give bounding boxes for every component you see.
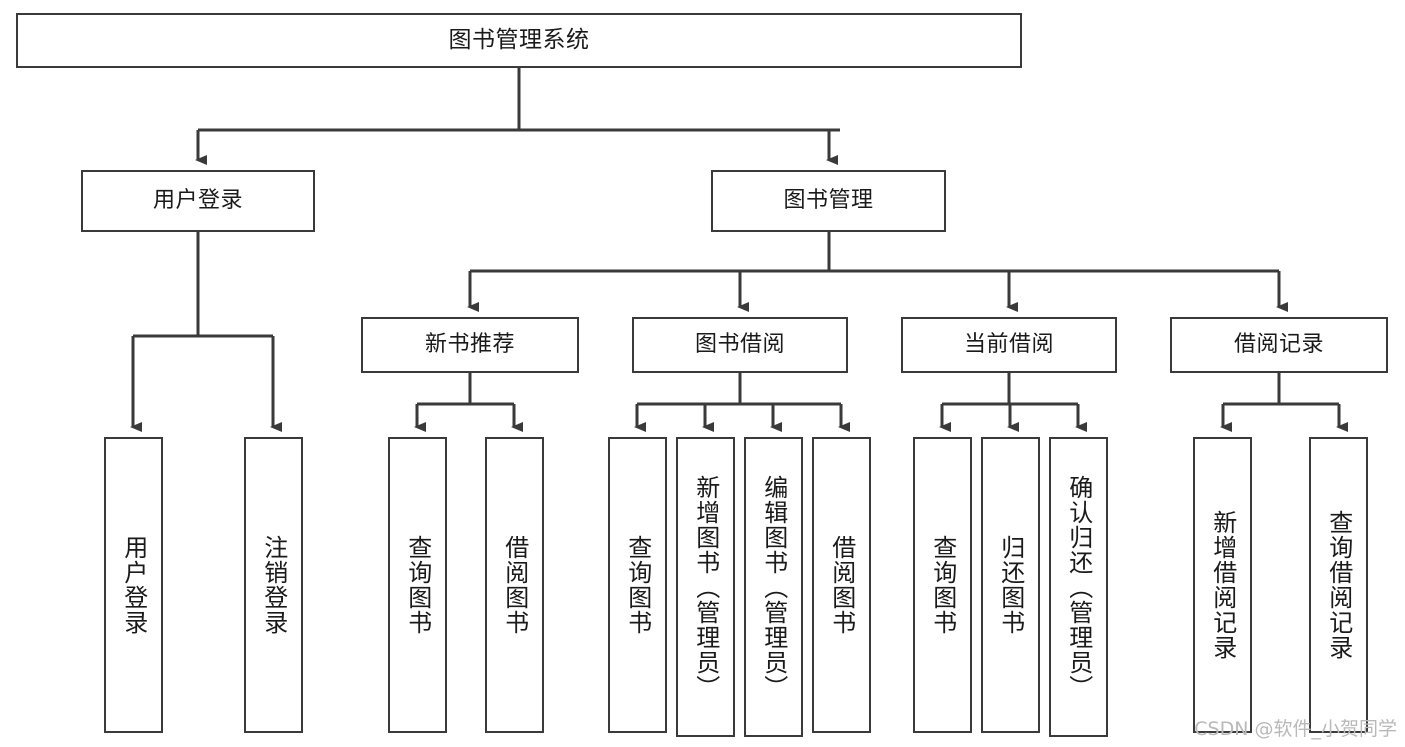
node-leaf-return-book[interactable]: 归还图书 xyxy=(981,437,1040,733)
node-leaf-add-book[interactable]: 新增图书（管理员） xyxy=(676,437,735,737)
node-label: 查询图书 xyxy=(928,535,957,635)
node-leaf-query-book-3[interactable]: 查询图书 xyxy=(913,437,972,733)
node-leaf-edit-book[interactable]: 编辑图书（管理员） xyxy=(744,437,803,737)
node-label: 用户登录 xyxy=(152,187,243,213)
node-label: 新增借阅记录 xyxy=(1208,510,1237,660)
node-leaf-add-record[interactable]: 新增借阅记录 xyxy=(1193,437,1252,733)
node-leaf-confirm-return[interactable]: 确认归还（管理员） xyxy=(1049,437,1108,737)
node-label: 借阅图书 xyxy=(500,535,529,635)
csdn-watermark: CSDN @软件_小贺同学 xyxy=(1194,718,1397,740)
node-label: 新增图书（管理员） xyxy=(691,474,720,700)
node-leaf-query-book-1[interactable]: 查询图书 xyxy=(388,437,447,733)
node-leaf-logout-login[interactable]: 注销登录 xyxy=(244,437,303,733)
node-label: 当前借阅 xyxy=(963,331,1054,357)
node-label: 查询借阅记录 xyxy=(1324,510,1353,660)
node-label: 归还图书 xyxy=(996,535,1025,635)
node-leaf-query-record[interactable]: 查询借阅记录 xyxy=(1309,437,1368,733)
node-user-login[interactable]: 用户登录 xyxy=(81,170,315,232)
node-label: 图书管理 xyxy=(783,187,874,213)
node-label: 查询图书 xyxy=(403,535,432,635)
node-label: 确认归还（管理员） xyxy=(1064,474,1093,700)
node-book-manage[interactable]: 图书管理 xyxy=(711,170,946,232)
node-root-system[interactable]: 图书管理系统 xyxy=(16,13,1022,68)
node-borrow-record[interactable]: 借阅记录 xyxy=(1170,317,1388,373)
node-leaf-borrow-book-2[interactable]: 借阅图书 xyxy=(812,437,871,733)
node-label: 注销登录 xyxy=(259,535,288,635)
node-label: 借阅记录 xyxy=(1233,331,1324,357)
node-label: 图书管理系统 xyxy=(448,26,590,53)
node-label: 用户登录 xyxy=(119,535,148,635)
node-label: 编辑图书（管理员） xyxy=(759,474,788,700)
node-book-borrow[interactable]: 图书借阅 xyxy=(632,317,848,373)
node-label: 图书借阅 xyxy=(694,331,785,357)
node-new-book-recommend[interactable]: 新书推荐 xyxy=(361,317,579,373)
node-leaf-borrow-book-1[interactable]: 借阅图书 xyxy=(485,437,544,733)
node-label: 借阅图书 xyxy=(827,535,856,635)
node-label: 新书推荐 xyxy=(424,331,515,357)
node-leaf-query-book-2[interactable]: 查询图书 xyxy=(608,437,667,733)
node-leaf-user-login[interactable]: 用户登录 xyxy=(104,437,163,733)
node-label: 查询图书 xyxy=(623,535,652,635)
node-current-borrow[interactable]: 当前借阅 xyxy=(901,317,1117,373)
